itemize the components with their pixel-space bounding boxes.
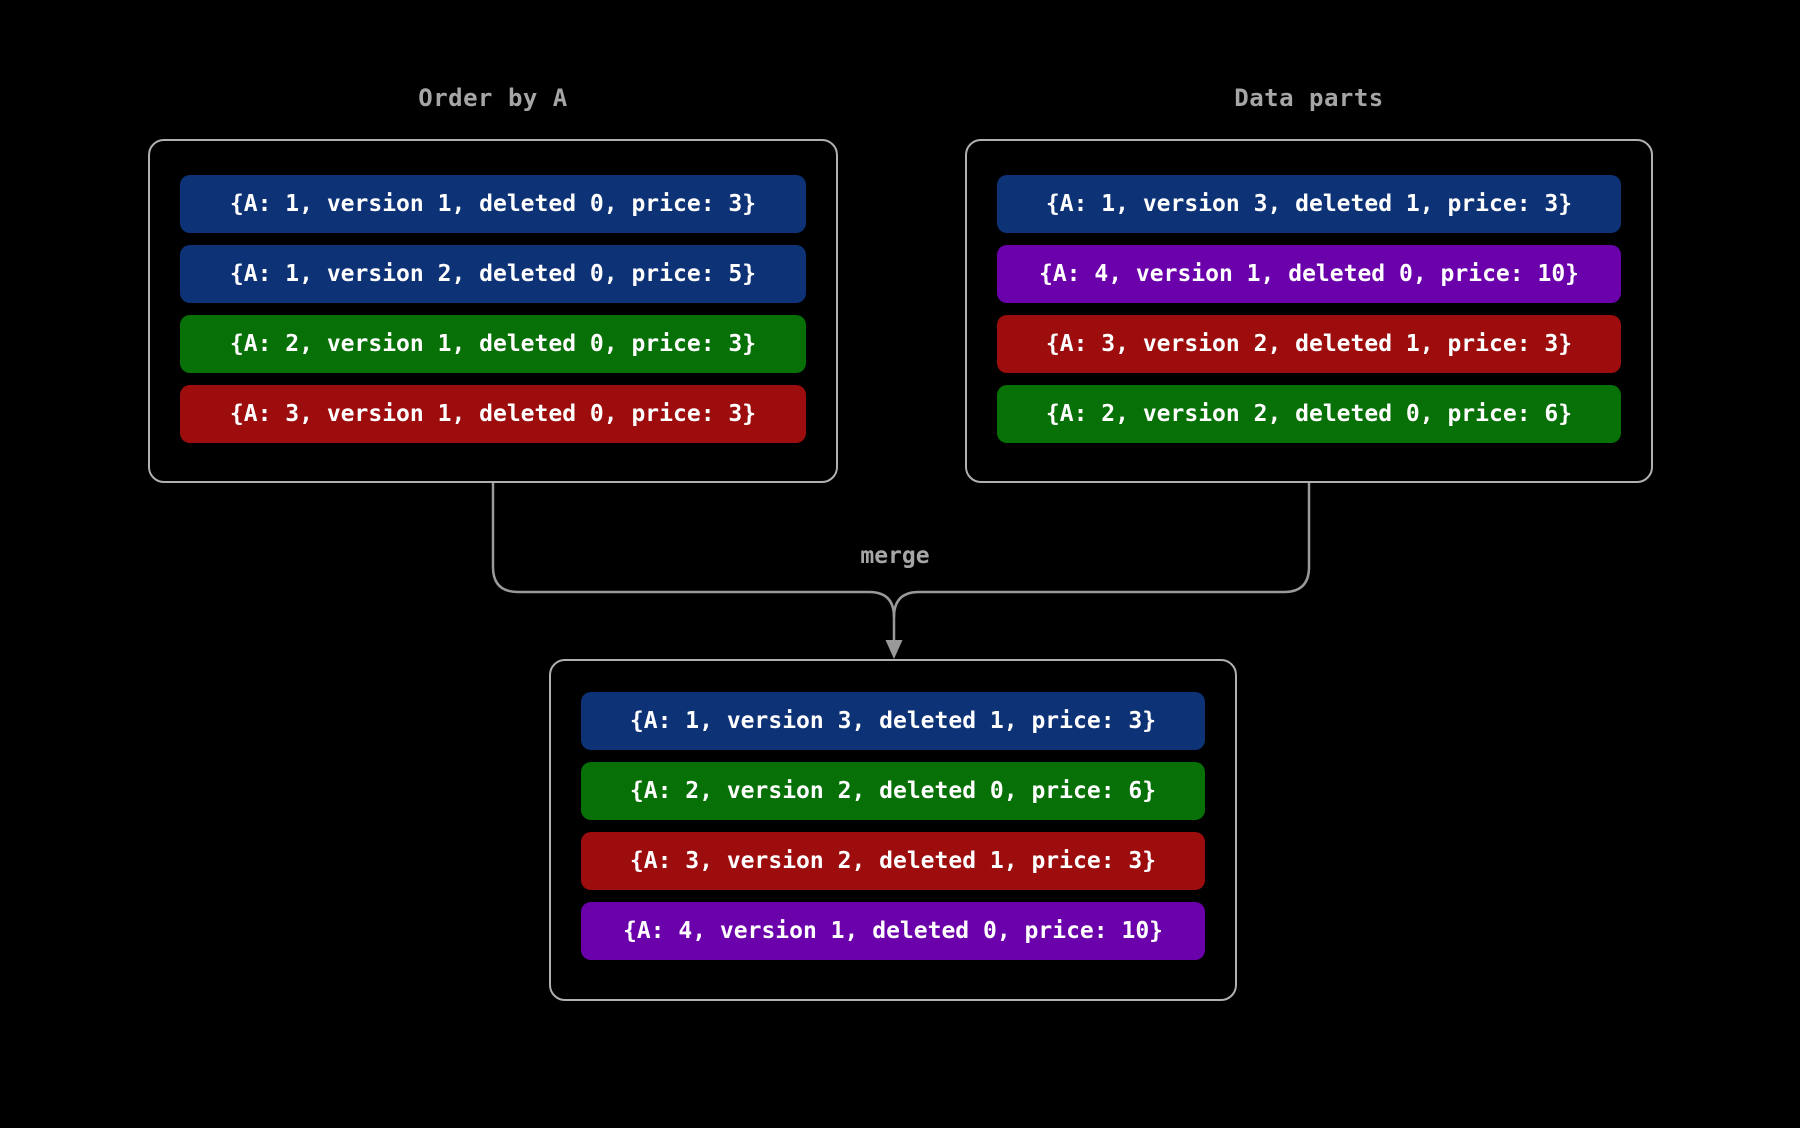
data-part-row: {A: 2, version 2, deleted 0, price: 6} [581,762,1205,820]
arrowhead-icon [885,640,903,659]
data-part-row: {A: 2, version 1, deleted 0, price: 3} [180,315,806,373]
data-part-row: {A: 1, version 3, deleted 1, price: 3} [581,692,1205,750]
merge-edge-label: merge [860,543,930,569]
data-part-row: {A: 3, version 2, deleted 1, price: 3} [997,315,1621,373]
data-parts-rows: {A: 1, version 3, deleted 1, price: 3} {A… [997,175,1621,443]
data-part-row: {A: 2, version 2, deleted 0, price: 6} [997,385,1621,443]
data-parts-box: {A: 1, version 3, deleted 1, price: 3} {A… [965,139,1653,483]
data-part-row: {A: 1, version 3, deleted 1, price: 3} [997,175,1621,233]
order-by-a-rows: {A: 1, version 1, deleted 0, price: 3} {A… [180,175,806,443]
data-part-row: {A: 1, version 1, deleted 0, price: 3} [180,175,806,233]
order-by-a-title: Order by A [418,84,568,112]
data-part-row: {A: 1, version 2, deleted 0, price: 5} [180,245,806,303]
data-part-row: {A: 3, version 2, deleted 1, price: 3} [581,832,1205,890]
data-part-row: {A: 3, version 1, deleted 0, price: 3} [180,385,806,443]
data-parts-title: Data parts [1234,84,1384,112]
merged-box: {A: 1, version 3, deleted 1, price: 3} {A… [549,659,1237,1001]
merged-rows: {A: 1, version 3, deleted 1, price: 3} {A… [581,692,1205,960]
edge-from-data-parts [892,483,1311,618]
data-part-row: {A: 4, version 1, deleted 0, price: 10} [997,245,1621,303]
order-by-a-box: {A: 1, version 1, deleted 0, price: 3} {A… [148,139,838,483]
data-part-row: {A: 4, version 1, deleted 0, price: 10} [581,902,1205,960]
edge-from-order-by-a [491,483,896,643]
